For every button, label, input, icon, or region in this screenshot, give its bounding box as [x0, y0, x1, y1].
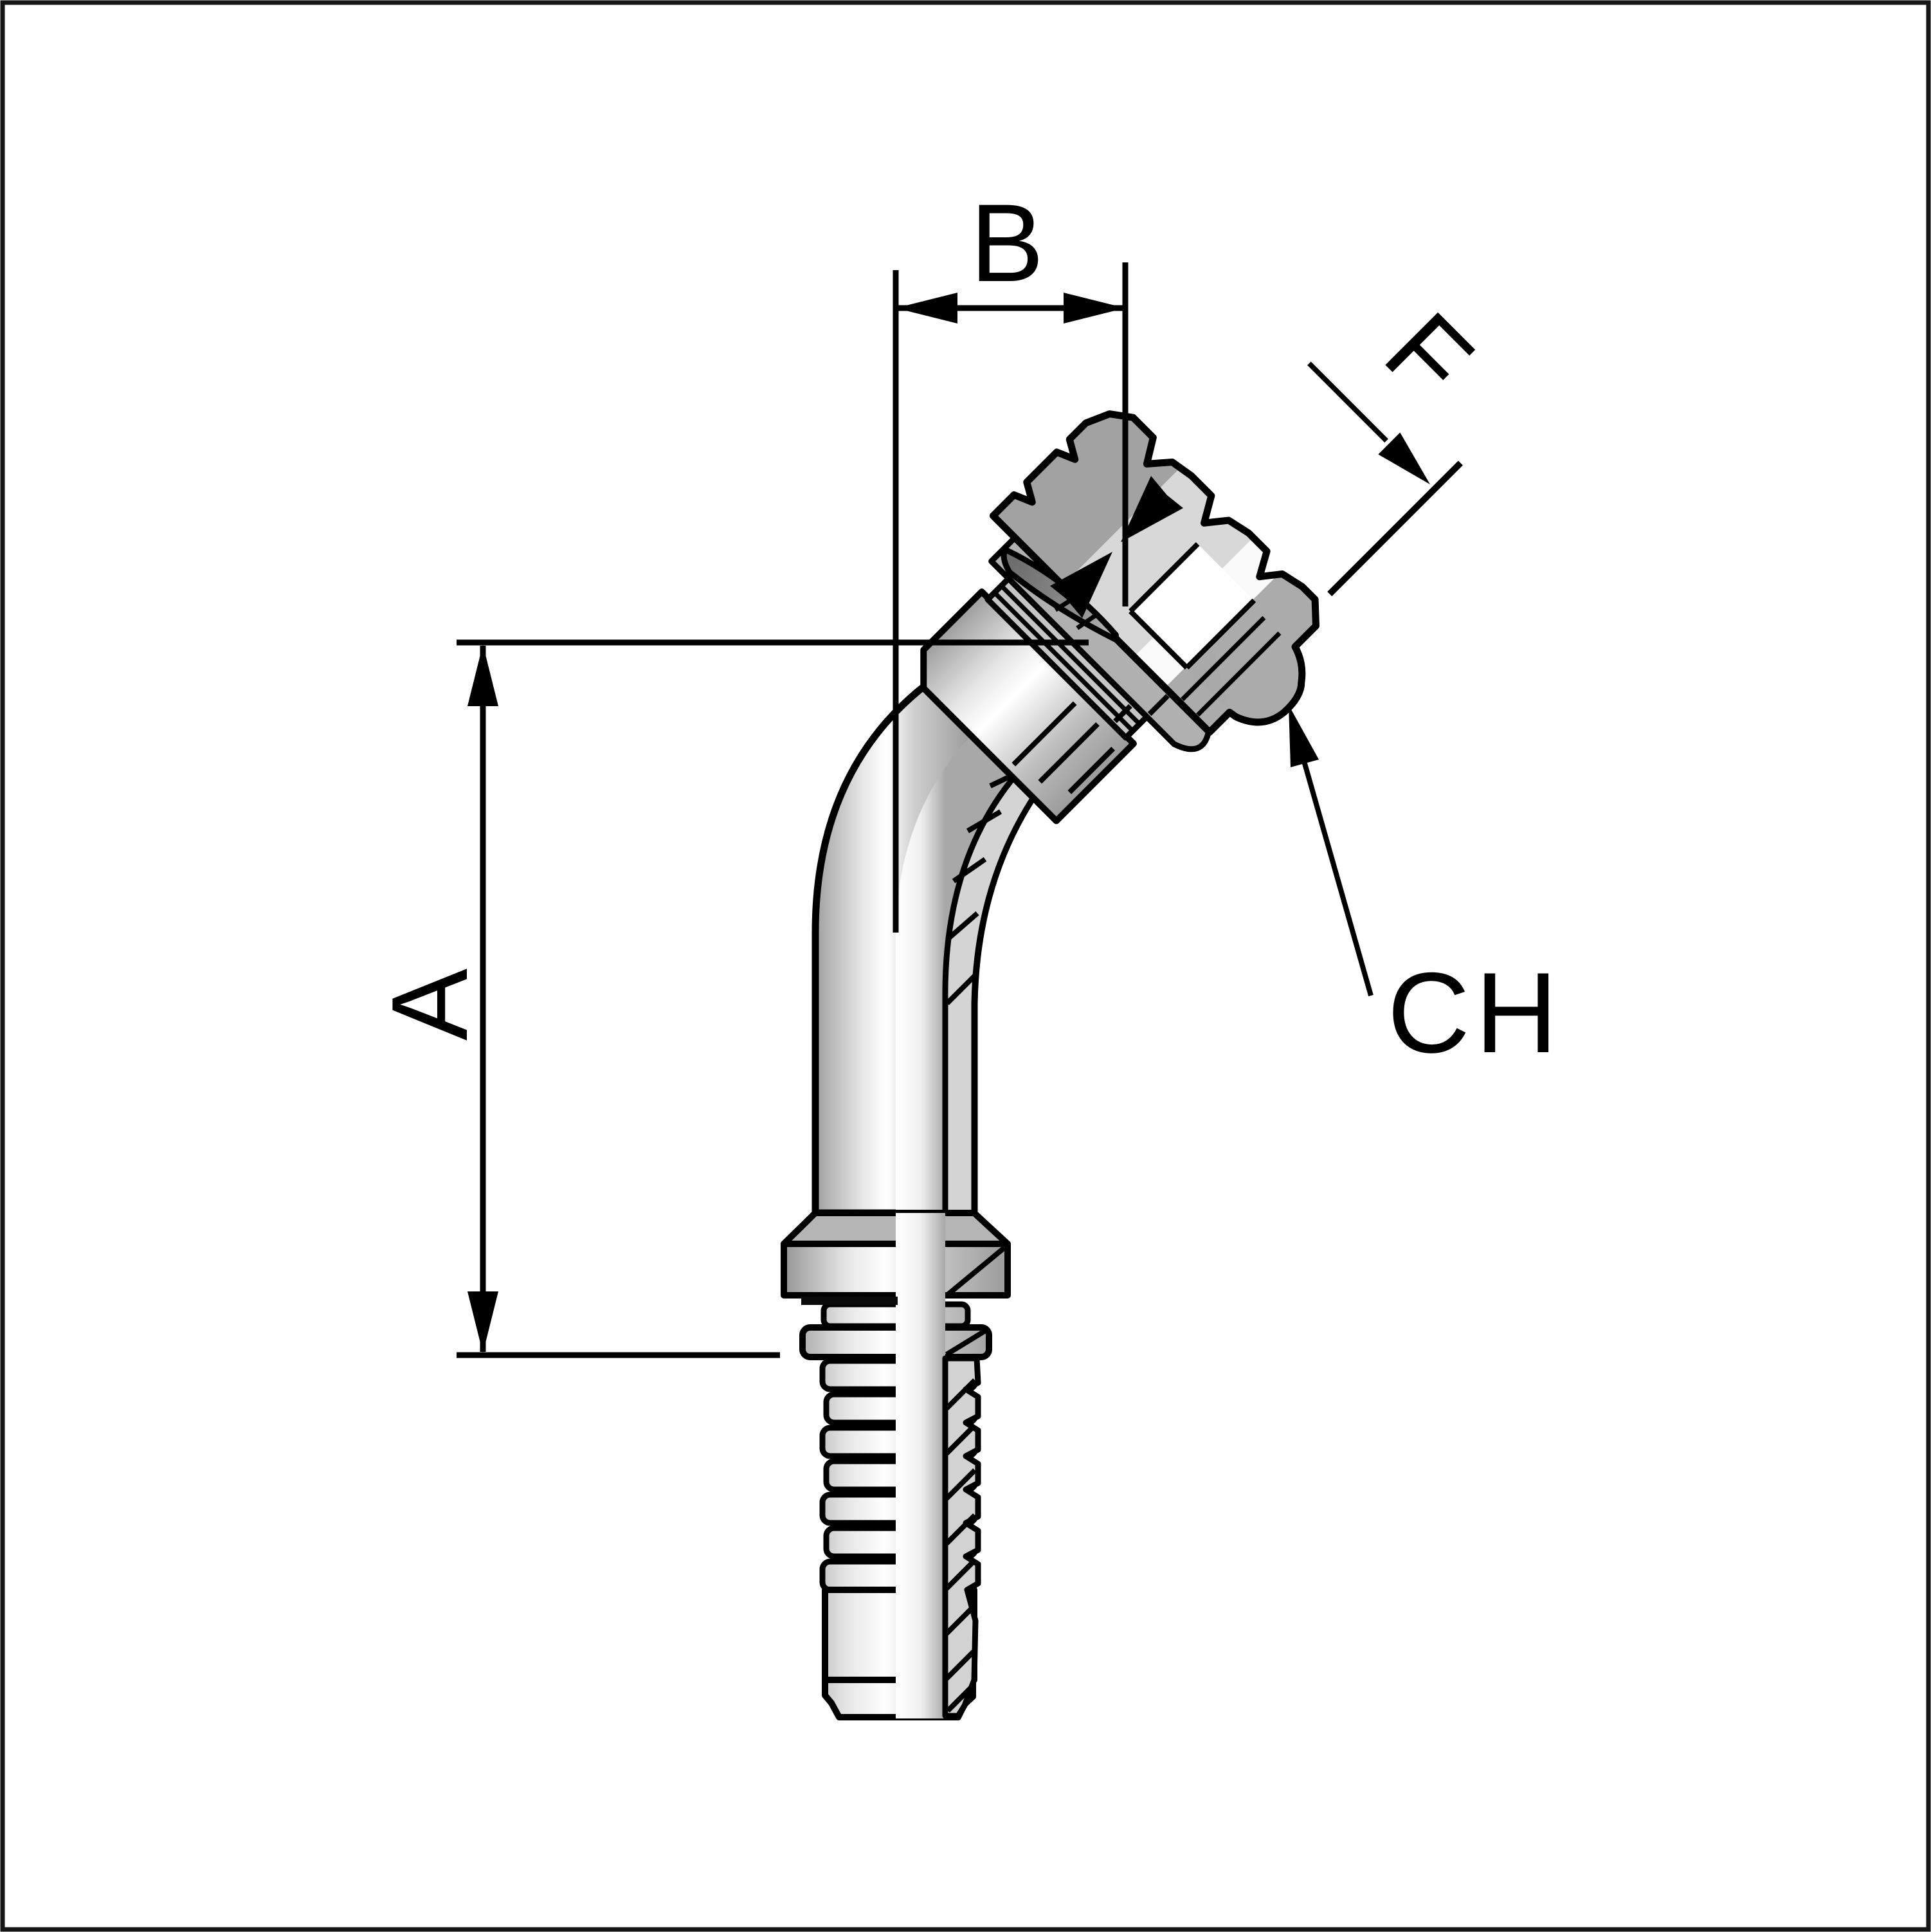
leader-line-f — [1307, 361, 1388, 443]
dimension-label-b: B — [970, 181, 1044, 305]
dimension-arrow-b-left — [896, 293, 957, 324]
hex-nut-outline — [989, 410, 1320, 736]
seat-mark-arrow-lower — [1050, 552, 1112, 618]
thread-bore-section — [1130, 543, 1255, 668]
washer-line — [993, 592, 1134, 732]
leader-arrow-ch — [1289, 705, 1319, 767]
hose-stem — [781, 1210, 1011, 1720]
leader-arrow-f — [1378, 432, 1430, 485]
leader-line-ch — [1298, 749, 1373, 997]
section-hatching-head — [1011, 694, 1170, 794]
collar-groove — [801, 1297, 898, 1305]
fitting-body — [781, 361, 1463, 1720]
section-hatching-nut — [1181, 615, 1282, 717]
seat-mark-arrow-upper — [1121, 476, 1183, 542]
cone-seat-lip — [1001, 546, 1120, 643]
washer-line — [1001, 585, 1141, 725]
dimension-annotations — [457, 262, 1373, 1358]
bore-section — [896, 636, 1125, 1213]
thread-tangent-line — [1327, 460, 1463, 597]
dimension-arrow-a-top — [467, 644, 498, 706]
swivel-head-45deg — [920, 361, 1463, 825]
dimension-arrow-b-right — [1064, 293, 1125, 324]
thread-bore-lines — [1129, 542, 1256, 670]
dimension-arrow-a-bottom — [467, 1291, 498, 1353]
dimension-labels: B A F CH — [369, 181, 1563, 1077]
section-hatching-stem — [945, 1245, 1006, 1713]
dimension-label-ch: CH — [1387, 949, 1563, 1077]
bore-column — [896, 1213, 945, 1718]
dimension-label-a: A — [369, 969, 490, 1041]
